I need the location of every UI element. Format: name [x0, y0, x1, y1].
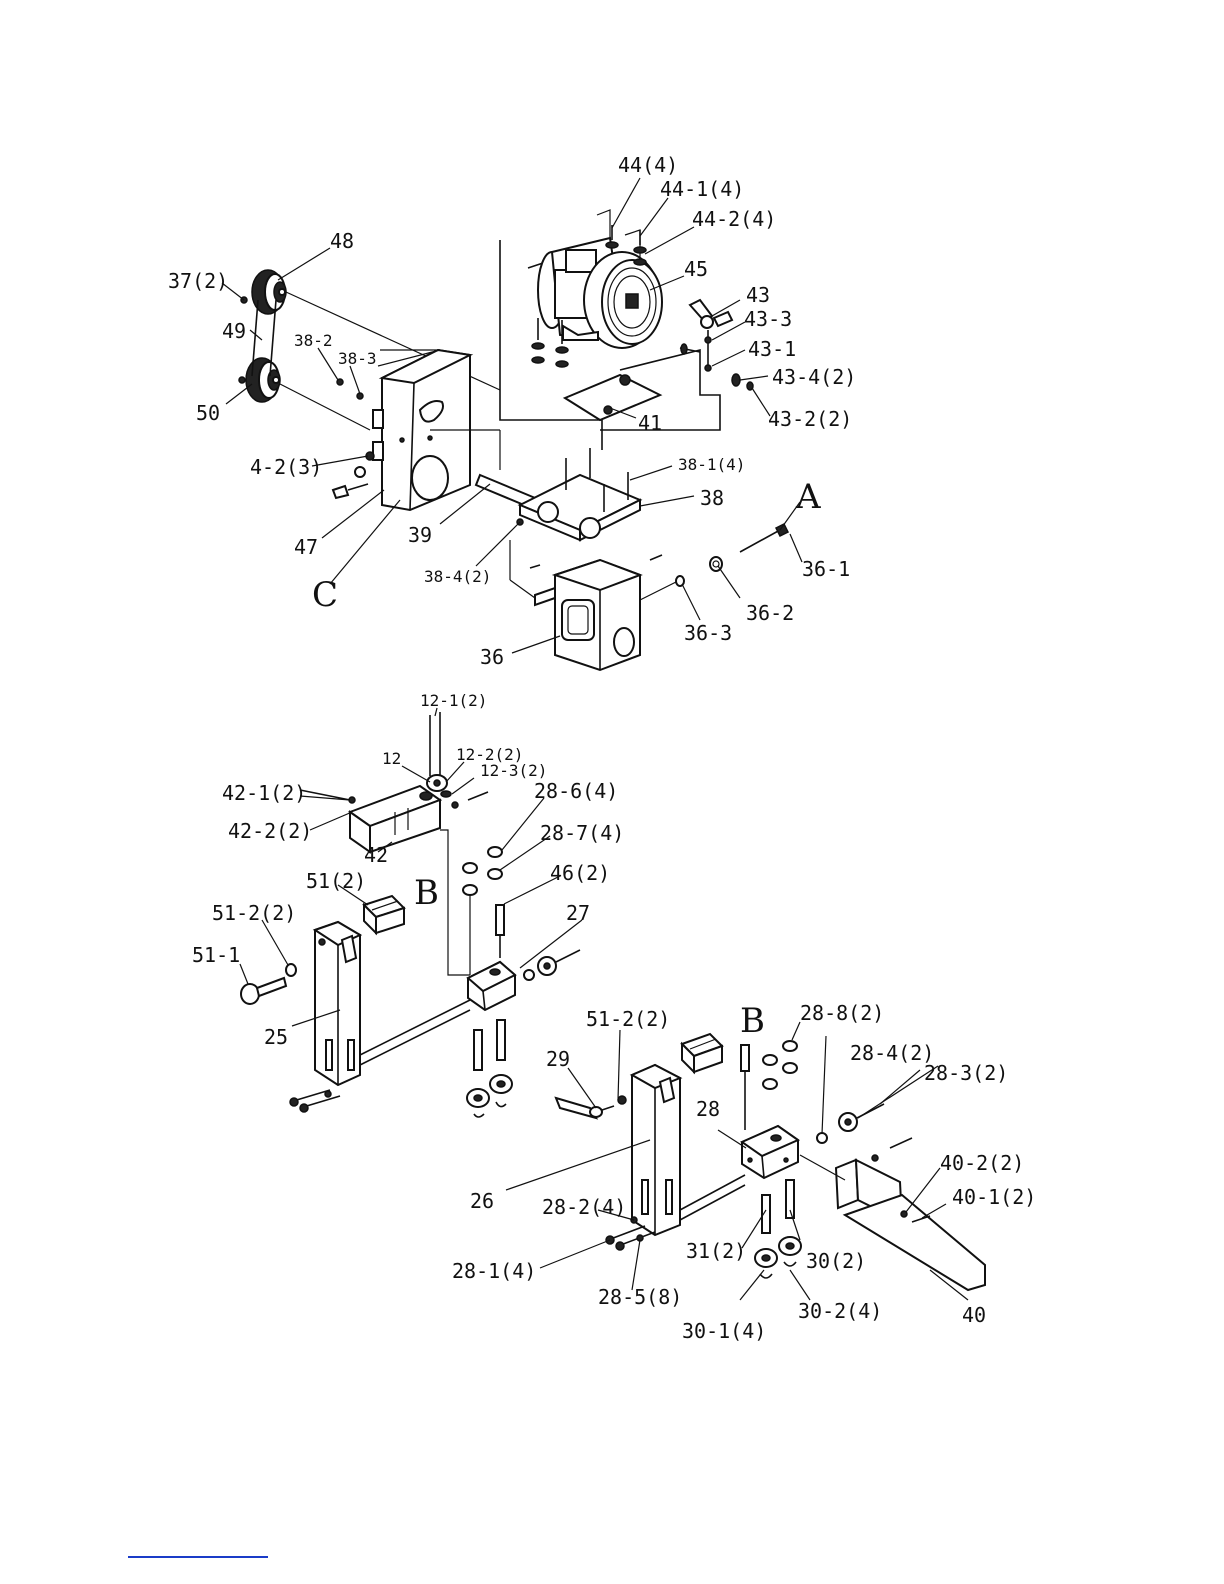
mount-plate	[516, 448, 643, 542]
arm-right	[605, 1063, 746, 1251]
motor-plate	[562, 348, 721, 431]
callout-28-5: 28-5(8)	[598, 1285, 682, 1309]
callout-C: C	[312, 575, 338, 615]
callout-42: 42	[364, 843, 388, 867]
callout-44: 44(4)	[618, 153, 678, 177]
screw-51-1	[240, 963, 297, 1005]
pulley-belt	[238, 269, 501, 431]
callout-43-2: 43-2(2)	[768, 407, 852, 431]
tension-handle	[679, 298, 754, 391]
callout-25: 25	[264, 1025, 288, 1049]
callout-46: 46(2)	[550, 861, 610, 885]
lower-left-assembly	[240, 712, 581, 1118]
callout-36: 36	[480, 645, 504, 669]
clamp-lever	[554, 1096, 615, 1120]
callout-40-2: 40-2(2)	[940, 1151, 1024, 1175]
callout-45: 45	[684, 257, 708, 281]
callout-27: 27	[566, 901, 590, 925]
callout-29: 29	[546, 1047, 570, 1071]
callout-38-4: 38-4(2)	[424, 567, 491, 586]
guide-block-right	[739, 1040, 885, 1279]
callout-51-2-lower: 51-2(2)	[586, 1007, 670, 1031]
callout-37: 37(2)	[168, 269, 228, 293]
callout-38: 38	[700, 486, 724, 510]
jaw-block-lower	[680, 1032, 724, 1075]
callout-41: 41	[638, 411, 662, 435]
callout-38-1: 38-1(4)	[678, 455, 745, 474]
callout-43: 43	[746, 283, 770, 307]
callout-42-2: 42-2(2)	[228, 819, 312, 843]
support-plate	[799, 1137, 986, 1292]
gearbox	[509, 522, 790, 672]
motor	[527, 236, 663, 349]
callout-48: 48	[330, 229, 354, 253]
callout-43-1: 43-1	[748, 337, 796, 361]
callout-40: 40	[962, 1303, 986, 1327]
callout-28-8: 28-8(2)	[800, 1001, 884, 1025]
arm-left	[289, 920, 471, 1113]
jaw-block-upper	[362, 894, 406, 936]
callout-26: 26	[470, 1189, 494, 1213]
callout-43-4: 43-4(2)	[772, 365, 856, 389]
callout-40-1: 40-1(2)	[952, 1185, 1036, 1209]
pulley-housing	[331, 348, 474, 512]
callout-42-1: 42-1(2)	[222, 781, 306, 805]
callout-labels: 44(4) 44-1(4) 44-2(4) 45 43 43-3 43-1 43…	[168, 153, 1036, 1343]
callout-28-4: 28-4(2)	[850, 1041, 934, 1065]
callout-28: 28	[696, 1097, 720, 1121]
callout-36-1: 36-1	[802, 557, 850, 581]
callout-38-2: 38-2	[294, 331, 333, 350]
callout-51-1: 51-1	[192, 943, 240, 967]
callout-36-3: 36-3	[684, 621, 732, 645]
callout-49: 49	[222, 319, 246, 343]
leader-lines	[221, 177, 969, 1301]
callout-38-3: 38-3	[338, 349, 377, 368]
callout-30-1: 30-1(4)	[682, 1319, 766, 1343]
callout-44-2: 44-2(4)	[692, 207, 776, 231]
callout-47: 47	[294, 535, 318, 559]
callout-12: 12	[382, 749, 401, 768]
callout-12-1: 12-1(2)	[420, 691, 487, 710]
callout-30: 30(2)	[806, 1249, 866, 1273]
callout-28-7: 28-7(4)	[540, 821, 624, 845]
callout-A: A	[795, 477, 821, 517]
upper-assembly	[238, 209, 790, 672]
callout-28-1: 28-1(4)	[452, 1259, 536, 1283]
callout-28-2: 28-2(4)	[542, 1195, 626, 1219]
lower-right-assembly	[554, 1032, 986, 1292]
guide-block-left	[462, 846, 581, 1118]
callout-12-2: 12-2(2)	[456, 745, 523, 764]
callout-44-1: 44-1(4)	[660, 177, 744, 201]
callout-4-2: 4-2(3)	[250, 455, 322, 479]
callout-43-3: 43-3	[744, 307, 792, 331]
callout-30-2: 30-2(4)	[798, 1299, 882, 1323]
callout-B-lower: B	[740, 1001, 765, 1041]
callout-28-6: 28-6(4)	[534, 779, 618, 803]
callout-31: 31(2)	[686, 1239, 746, 1263]
callout-B-upper: B	[414, 873, 439, 913]
callout-50: 50	[196, 401, 220, 425]
callout-39: 39	[408, 523, 432, 547]
callout-51: 51(2)	[306, 869, 366, 893]
callout-12-3: 12-3(2)	[480, 761, 547, 780]
callout-36-2: 36-2	[746, 601, 794, 625]
stop-bracket	[299, 712, 489, 976]
callout-28-3: 28-3(2)	[924, 1061, 1008, 1085]
callout-51-2-upper: 51-2(2)	[212, 901, 296, 925]
footer-link-underline[interactable]	[128, 1556, 268, 1558]
